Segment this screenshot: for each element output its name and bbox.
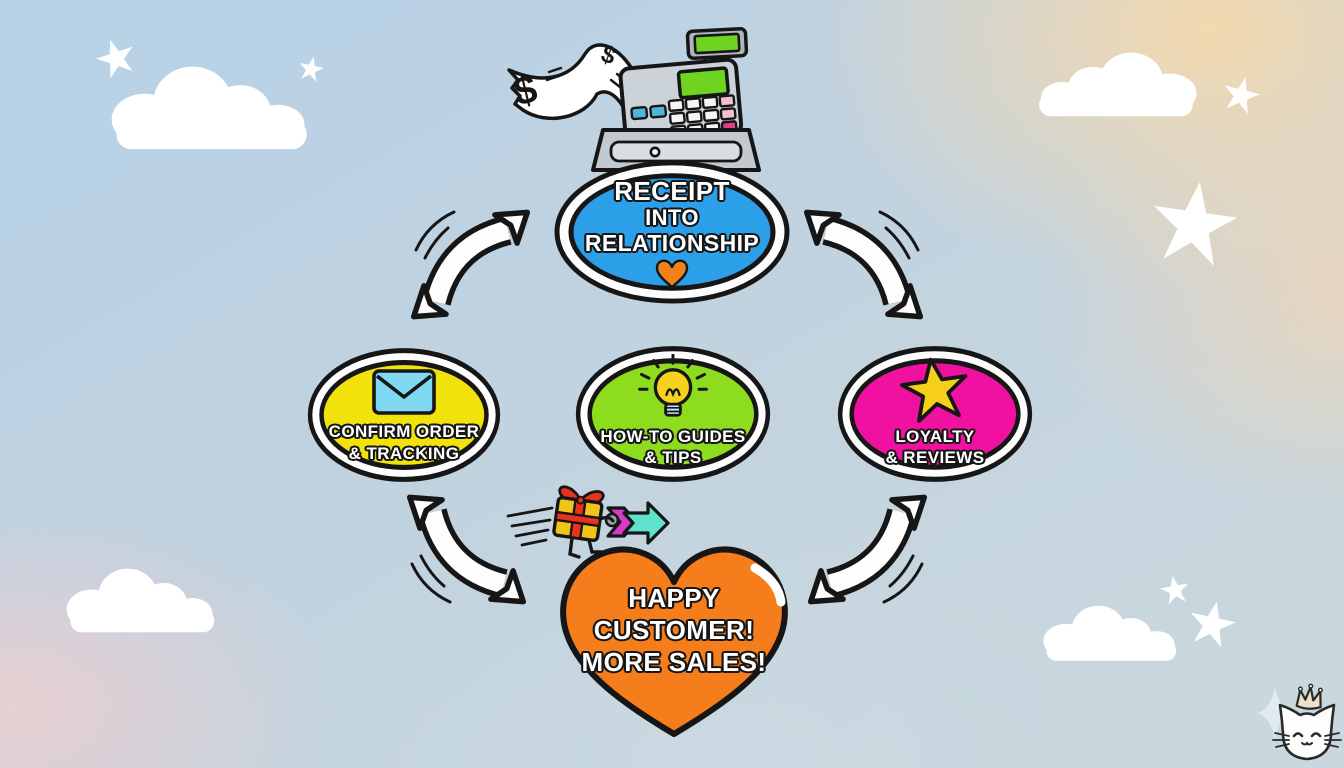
title-line: RELATIONSHIP — [584, 229, 760, 256]
arrowhead — [807, 568, 846, 605]
dollar-sign-text: $ — [509, 67, 541, 115]
register-drawer — [591, 128, 761, 172]
cat-face — [1272, 732, 1342, 748]
speed-lines — [882, 554, 924, 604]
cash-register-illustration: $ $ — [507, 27, 761, 172]
node-label-line: & REVIEWS — [885, 447, 985, 467]
star-shape — [1153, 182, 1238, 266]
star-bottom-right-small — [1160, 575, 1189, 605]
node-label-line: HOW-TO GUIDES — [600, 426, 746, 446]
star-shape — [1224, 77, 1260, 114]
arrow-top-right — [803, 209, 924, 320]
cloud-bottom-left — [66, 568, 215, 633]
node-happy-customer: HAPPY CUSTOMER! MORE SALES! — [545, 540, 803, 740]
register-display — [676, 66, 730, 100]
cloud-shape — [66, 568, 215, 633]
node-fill — [849, 358, 1021, 470]
gift-runner-illustration — [506, 485, 670, 559]
cloud-shape — [1039, 52, 1197, 117]
arrowhead — [492, 209, 531, 246]
node-label-line: & TRACKING — [348, 443, 460, 463]
node-loyalty-reviews: LOYALTY & REVIEWS — [836, 344, 1034, 484]
delivery-arrow-icon — [622, 501, 670, 545]
node-receipt-into-relationship: RECEIPT INTO RELATIONSHIP — [552, 158, 792, 306]
node-label-line: LOYALTY — [895, 426, 975, 446]
register-top-display — [685, 27, 749, 60]
speed-lines — [410, 554, 452, 604]
node-label-line: CONFIRM ORDER — [328, 422, 480, 442]
node-confirm-order: CONFIRM ORDER & TRACKING — [306, 346, 502, 484]
star-top-left — [96, 39, 133, 79]
title-line: INTO — [645, 205, 699, 231]
star-shape — [1190, 601, 1236, 648]
cloud-top-right — [1039, 52, 1197, 117]
star-bottom-right-large — [1190, 601, 1236, 648]
crown-icon — [1295, 683, 1323, 710]
arrowhead — [889, 494, 928, 531]
arrowhead — [885, 283, 924, 320]
arrowhead — [410, 283, 449, 320]
cat-mascot — [1257, 683, 1342, 761]
star-right-large — [1153, 182, 1238, 266]
cloud-shape — [1043, 605, 1177, 661]
happy-line: HAPPY — [628, 583, 720, 614]
arrow-top-left — [410, 209, 531, 320]
gloss-highlight — [750, 563, 786, 607]
star-shape — [299, 56, 324, 82]
star-shape — [96, 39, 133, 79]
star-shape — [1160, 575, 1189, 605]
sparkle-icon — [1257, 685, 1293, 741]
node-label-line: & TIPS — [644, 447, 702, 467]
star-icon — [900, 357, 968, 423]
speed-lines — [414, 210, 456, 260]
star-top-mid — [299, 56, 324, 82]
cloud-shape — [111, 66, 307, 150]
gift-arm — [598, 515, 615, 523]
lightbulb-icon — [638, 354, 708, 417]
happy-line: CUSTOMER! — [593, 615, 755, 646]
heart-icon — [655, 259, 689, 288]
envelope-icon — [372, 369, 436, 416]
arrowhead — [488, 568, 527, 605]
arrow-bottom-left — [406, 494, 527, 605]
heart-shape — [560, 546, 788, 737]
cat-head — [1278, 703, 1336, 761]
star-top-right-small — [1224, 77, 1260, 114]
gift-box-icon — [552, 485, 615, 543]
arrow-bottom-right — [807, 494, 928, 605]
arrowhead — [803, 209, 842, 246]
title-line: RECEIPT — [614, 176, 730, 207]
node-howto-guides: HOW-TO GUIDES & TIPS — [574, 344, 772, 484]
speed-lines — [878, 210, 920, 260]
speed-lines — [506, 506, 554, 547]
node-fill — [568, 173, 776, 291]
happy-line: MORE SALES! — [581, 646, 767, 677]
cloud-top-left — [111, 66, 307, 150]
arrowhead — [406, 494, 445, 531]
cloud-bottom-right — [1043, 605, 1177, 661]
